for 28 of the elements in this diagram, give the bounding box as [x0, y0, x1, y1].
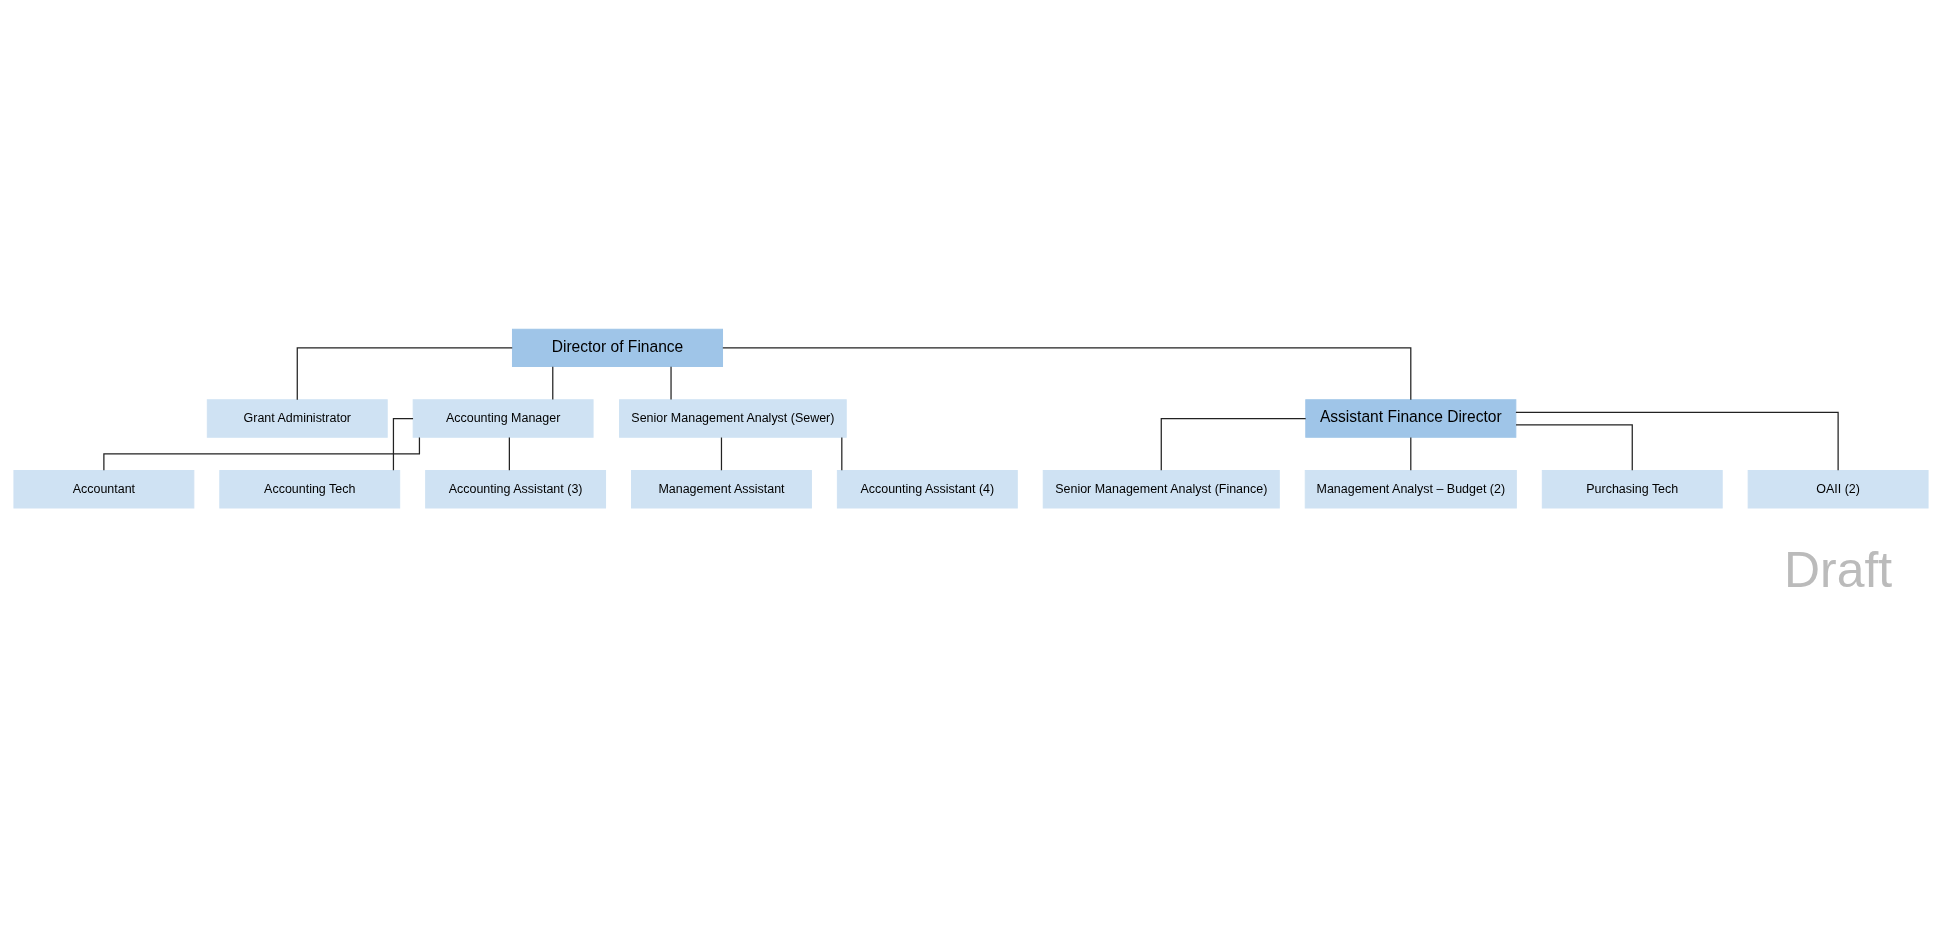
connector — [296, 346, 513, 400]
node-box: Senior Management Analyst (Finance) — [1042, 469, 1280, 508]
node-box: Grant Administrator — [206, 398, 388, 438]
node-box: Accounting Assistant (3) — [425, 469, 607, 508]
label: Draft — [1784, 541, 1893, 598]
connector — [103, 436, 421, 471]
node-box: Senior Management Analyst (Sewer) — [619, 398, 847, 438]
connector — [1160, 417, 1307, 471]
connector — [1410, 436, 1412, 471]
node-box: OAII (2) — [1747, 469, 1929, 508]
connector — [720, 436, 723, 471]
node-box: Purchasing Tech — [1541, 469, 1723, 508]
connector — [841, 436, 843, 471]
connector — [392, 417, 414, 471]
node-box: Management Analyst – Budget (2) — [1304, 469, 1517, 508]
node-box: Management Assistant — [631, 469, 812, 508]
node-box: Director of Finance — [511, 328, 724, 367]
node-box: Accounting Tech — [219, 469, 401, 508]
node-box: Accounting Assistant (4) — [836, 469, 1018, 508]
connector — [670, 365, 672, 400]
node-box: Accountant — [13, 469, 195, 508]
connector — [508, 436, 510, 471]
connector — [1515, 423, 1633, 471]
connector — [1515, 411, 1839, 471]
connector — [722, 346, 1412, 400]
node-box: Assistant Finance Director — [1305, 398, 1517, 438]
node-box: Accounting Manager — [412, 398, 594, 438]
connector — [552, 365, 554, 400]
